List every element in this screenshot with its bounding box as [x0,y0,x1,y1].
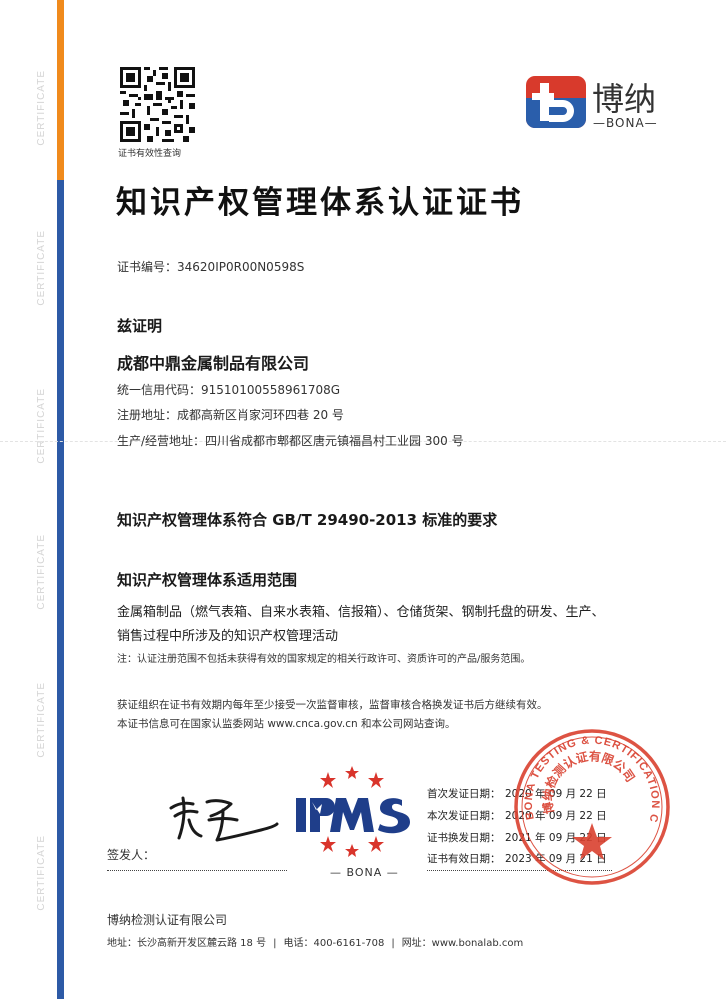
ipms-bona-label: — BONA — [330,866,399,879]
border-stripe-orange [57,0,64,180]
date-label: 首次发证日期： [427,788,501,800]
footer-company: 博纳检测认证有限公司 [107,913,228,927]
date-value: 2020 年 09 月 22 日 [505,788,607,800]
credit-code-value: 91510100558961708G [201,383,341,397]
company-seal-stamp: BONA TESTING & CERTIFICATION CO., LTD 博纳… [512,727,670,885]
footer-separator: | [391,938,395,949]
date-label: 证书换发日期： [427,832,501,844]
company-name: 成都中鼎金属制品有限公司 [117,354,310,373]
certificate-number-value: 34620IP0R00N0598S [177,260,305,274]
watermark-text: CERTIFICATE [36,682,47,758]
surveillance-note: 获证组织在证书有效期内每年至少接受一次监督审核，监督审核合格换发证书后方继续有效… [117,699,548,711]
certificate-number: 证书编号：34620IP0R00N0598S [117,258,304,275]
footer-separator: | [273,938,277,949]
watermark-text: CERTIFICATE [36,230,47,306]
credit-code: 统一信用代码：91510100558961708G [117,381,340,398]
first-issue-date: 首次发证日期： 2020 年 09 月 22 日 [427,786,607,801]
watermark-text: CERTIFICATE [36,534,47,610]
watermark-column: CERTIFICATE CERTIFICATE CERTIFICATE CERT… [36,0,54,999]
credit-code-label: 统一信用代码： [117,383,202,397]
watermark-text: CERTIFICATE [36,388,47,464]
operating-address-value: 四川省成都市郫都区唐元镇福昌村工业园 300 号 [205,434,464,448]
logo-chinese-text: 博纳 [592,80,657,118]
watermark-text: CERTIFICATE [36,835,47,911]
scope-line-2: 销售过程中所涉及的知识产权管理活动 [117,629,339,644]
date-label: 证书有效日期： [427,853,501,865]
footer-website[interactable]: 网址：www.bonalab.com [401,938,524,949]
registered-address-value: 成都高新区肖家河环四巷 20 号 [177,408,344,422]
registered-address: 注册地址：成都高新区肖家河环四巷 20 号 [117,406,344,423]
logo-english-text: —BONA— [593,116,658,130]
qr-caption: 证书有效性查询 [118,149,182,159]
footer-phone: 电话：400-6161-708 [283,938,385,949]
svg-text:BONA TESTING & CERTIFICATION C: BONA TESTING & CERTIFICATION CO., LTD [512,727,661,824]
signature-line [107,870,287,871]
date-label: 本次发证日期： [427,810,501,822]
ipms-logo-icon [296,766,410,857]
footer-address: 地址：长沙高新开发区麓云路 18 号 [107,938,267,949]
qr-code-icon[interactable] [120,67,195,142]
seal-outer-text: BONA TESTING & CERTIFICATION CO., LTD [512,727,660,824]
current-issue-date: 本次发证日期： 2020 年 09 月 22 日 [427,808,607,823]
divider-dashed [0,441,726,442]
border-stripe-blue [57,180,64,999]
watermark-text: CERTIFICATE [36,70,47,146]
date-value: 2020 年 09 月 22 日 [505,810,607,822]
certificate-title: 知识产权管理体系认证证书 [116,185,524,221]
scope-heading: 知识产权管理体系适用范围 [117,571,298,589]
footer-contact: 地址：长沙高新开发区麓云路 18 号 | 电话：400-6161-708 | 网址：ww… [107,934,523,949]
date-signature-line [427,870,612,871]
scope-note: 注：认证注册范围不包括未获得有效的国家规定的相关行政许可、资质许可的产品/服务范… [117,654,531,665]
operating-address-label: 生产/经营地址： [117,434,206,448]
scope-line-1: 金属箱制品（燃气表箱、自来水表箱、信报箱）、仓储货架、钢制托盘的研发、生产、 [117,605,605,620]
handwritten-signature [169,796,279,842]
bona-logo-icon [526,76,586,128]
certificate-number-label: 证书编号： [117,260,178,274]
query-note: 本证书信息可在国家认监委网站 www.cnca.gov.cn 和本公司网站查询。 [117,718,456,730]
signer-label: 签发人： [107,848,156,862]
registered-address-label: 注册地址： [117,408,178,422]
conformity-statement: 知识产权管理体系符合 GB/T 29490-2013 标准的要求 [117,511,498,529]
hereby-heading: 兹证明 [117,317,163,335]
operating-address: 生产/经营地址：四川省成都市郫都区唐元镇福昌村工业园 300 号 [117,432,464,449]
